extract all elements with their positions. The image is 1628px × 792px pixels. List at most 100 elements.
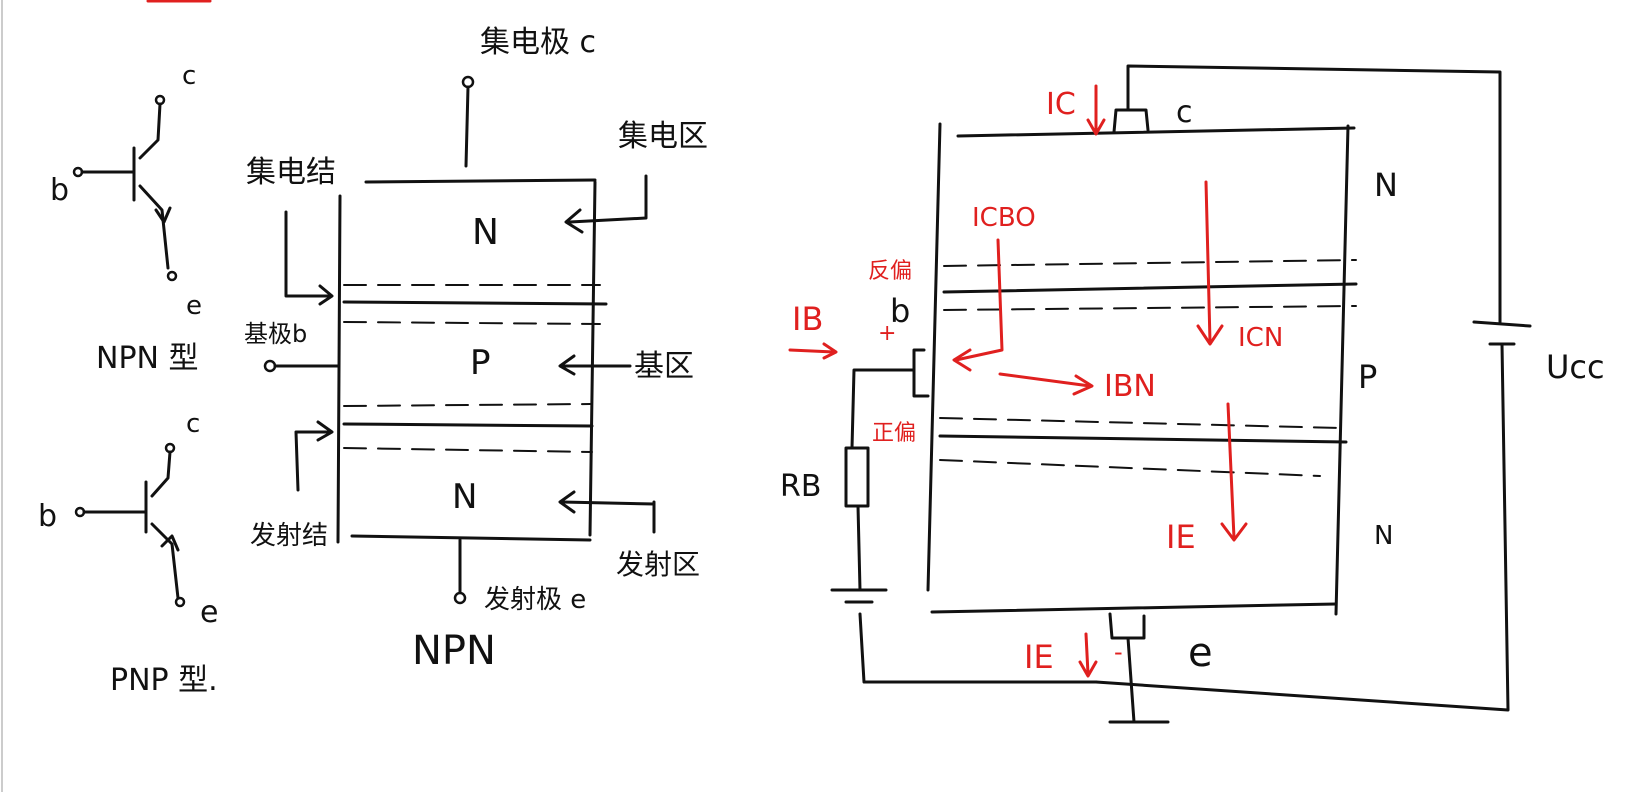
structure-bottom-edge [350, 534, 592, 542]
icn-arrow [1204, 180, 1212, 344]
ibn-label: IBN [1104, 369, 1156, 404]
collector-wire [1126, 64, 1502, 324]
emitter-terminal-label: 发射极 e [484, 585, 586, 615]
base-wire [850, 368, 916, 450]
collector-contact [1112, 108, 1150, 134]
ie-outer-arrow-head [1078, 660, 1098, 678]
circuit-cj-line [942, 282, 1358, 294]
minus-sign: - [1114, 638, 1123, 666]
rb-resistor [844, 446, 870, 508]
circuit-e-label: e [1188, 630, 1213, 676]
emitter-junction-pointer-head [316, 420, 334, 442]
base-region-label: 基区 [634, 349, 694, 384]
circuit-region-top: N [1374, 166, 1398, 204]
region-top-n: N [472, 212, 499, 253]
circuit-right-wall [1334, 124, 1350, 616]
structure-right-wall [588, 180, 597, 537]
circuit-left-wall [926, 122, 942, 592]
circuit-cj-dash-top [943, 259, 1357, 267]
ib-label: IB [792, 300, 823, 338]
ie-inner-arrow [1226, 402, 1236, 540]
npn-emitter-lead [138, 184, 170, 270]
npn-emitter-terminal [166, 270, 178, 282]
circuit-b-label: b [890, 292, 910, 330]
ie-inner-arrow-head [1220, 522, 1248, 542]
collector-junction-line [342, 300, 608, 306]
structure-left-wall [336, 194, 342, 544]
icn-label: ICN [1238, 323, 1283, 353]
resistor-label: RB [780, 469, 821, 504]
base-terminal-label: 基极b [244, 320, 307, 348]
emitter-junction-label: 发射结 [250, 521, 328, 551]
emitter-junction-pointer [294, 430, 332, 492]
battery-long-plate [1472, 320, 1532, 328]
circuit-c-label: c [1176, 95, 1193, 130]
base-contact [912, 348, 930, 398]
circuit-region-bottom: N [1374, 521, 1393, 551]
emitter-junction-dash-top [343, 403, 591, 407]
pnp-e-label: e [200, 595, 218, 630]
pnp-caption: PNP 型. [110, 663, 218, 698]
pnp-base-terminal [74, 506, 86, 518]
npn-c-label: c [182, 61, 196, 91]
circuit-bottom-edge [930, 602, 1338, 614]
pnp-emitter-terminal [174, 596, 186, 608]
circuit-ej-line [938, 434, 1348, 444]
collector-junction-label: 集电结 [246, 155, 336, 190]
supply-return-wire [1094, 342, 1510, 712]
npn-caption: NPN 型 [96, 341, 199, 376]
npn-structure: 集电极 c 集电结 集电区 N 基极b P 基区 发射结 N 发射区 发射极 e… [244, 25, 708, 674]
collector-terminal-label: 集电极 c [480, 25, 596, 60]
emitter-junction-line [342, 422, 594, 428]
emitter-junction-dash-bottom [343, 447, 593, 453]
npn-symbol: c b e NPN 型 [50, 61, 202, 376]
ibn-arrow-head [1072, 374, 1094, 396]
icbo-label: ICBO [972, 203, 1036, 233]
emitter-region-label: 发射区 [616, 548, 700, 581]
collector-region-pointer-head [564, 208, 584, 234]
pnp-b-label: b [38, 499, 57, 534]
collector-junction-pointer [284, 210, 332, 298]
pnp-emitter-lead [150, 522, 180, 600]
ic-label: IC [1046, 87, 1076, 122]
base-return-wire [858, 612, 1098, 684]
reverse-bias-label: 反偏 [868, 259, 912, 284]
structure-top-edge [364, 178, 597, 184]
ic-arrow-head [1086, 118, 1106, 136]
pnp-collector-lead [150, 450, 172, 498]
emitter-region-pointer [560, 500, 656, 534]
ie-inner-label: IE [1166, 518, 1196, 556]
circuit-cj-dash-bottom [943, 305, 1357, 311]
pnp-c-label: c [186, 409, 200, 439]
emitter-wire [1126, 636, 1136, 724]
collector-region-pointer [568, 174, 648, 224]
structure-emitter-terminal [453, 591, 467, 605]
base-region-pointer-head [558, 354, 576, 376]
icbo-arrow [954, 238, 1004, 362]
npn-emitter-arrow [154, 206, 172, 224]
circuit-top-edge [956, 126, 1356, 138]
ib-arrow [788, 348, 836, 354]
ie-outer-arrow [1084, 632, 1090, 676]
emitter-contact [1108, 612, 1146, 640]
ie-outer-label: IE [1024, 638, 1054, 676]
supply-label: Ucc [1546, 348, 1605, 386]
npn-collector-lead [138, 102, 162, 160]
region-mid-p: P [470, 343, 491, 383]
collector-junction-dash-bottom [343, 321, 601, 325]
circuit-ej-dash-bottom [939, 459, 1321, 477]
ibn-arrow [998, 372, 1092, 388]
structure-collector-lead [464, 85, 470, 168]
icn-arrow-head [1196, 324, 1224, 346]
collector-junction-pointer-head [318, 284, 334, 306]
ib-arrow-head [822, 342, 838, 360]
pnp-symbol: c b e PNP 型. [38, 409, 218, 698]
forward-bias-label: 正偏 [872, 421, 916, 446]
emitter-region-pointer-head [558, 490, 576, 514]
structure-caption: NPN [412, 628, 496, 674]
npn-base-terminal [72, 166, 84, 178]
bias-circuit: c b e N P N Ucc RB IC ICBO ICN IBN IB IE… [780, 64, 1605, 724]
circuit-ej-dash-top [939, 417, 1341, 429]
